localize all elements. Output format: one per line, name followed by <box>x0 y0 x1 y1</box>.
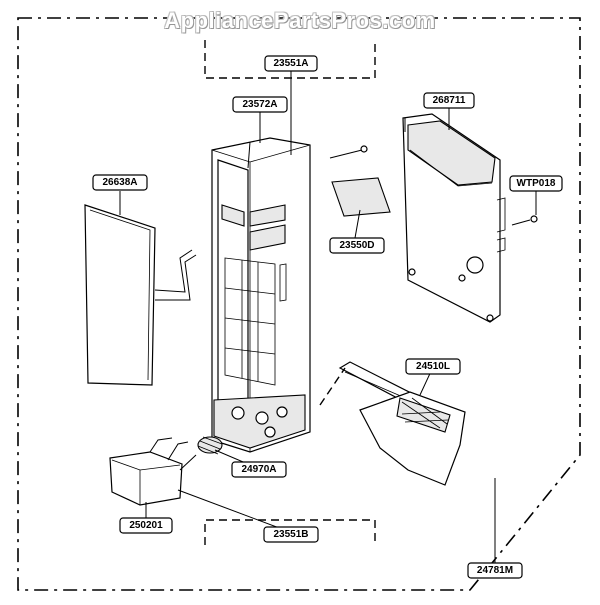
callout-24510L: 24510L <box>405 358 461 375</box>
callout-268711: 268711 <box>423 92 475 109</box>
screw-part <box>329 145 368 159</box>
latch-assembly-part <box>319 361 466 486</box>
svg-text:23550D: 23550D <box>339 240 374 251</box>
svg-text:26638A: 26638A <box>102 177 137 188</box>
svg-text:24970A: 24970A <box>241 464 276 475</box>
callout-24781M: 24781M <box>467 562 523 579</box>
svg-text:268711: 268711 <box>433 95 466 106</box>
callout-24970A: 24970A <box>231 461 287 478</box>
callout-23572A: 23572A <box>232 96 288 113</box>
callout-26638A: 26638A <box>92 174 148 191</box>
callout-250201: 250201 <box>119 517 173 534</box>
door-button-part <box>109 437 197 506</box>
control-panel-part <box>211 137 311 453</box>
svg-text:23572A: 23572A <box>242 99 277 110</box>
svg-text:23551B: 23551B <box>273 529 308 540</box>
svg-text:250201: 250201 <box>129 520 163 531</box>
label-plate-part <box>331 177 391 217</box>
callout-23550D: 23550D <box>329 237 385 254</box>
svg-text:23551A: 23551A <box>273 58 308 69</box>
svg-text:WTP018: WTP018 <box>517 178 556 189</box>
bracket-bottom <box>204 519 376 545</box>
callout-23551A: 23551A <box>264 55 318 72</box>
svg-text:24781M: 24781M <box>477 565 513 576</box>
callout-23551B: 23551B <box>263 526 319 543</box>
membrane-panel-part <box>84 204 197 386</box>
spring-part <box>197 436 223 455</box>
svg-text:24510L: 24510L <box>416 361 450 372</box>
circuit-board-part <box>402 113 538 323</box>
assembly-boundary <box>17 17 581 591</box>
watermark: AppliancePartsPros.com <box>164 8 436 33</box>
callout-WTP018: WTP018 <box>509 175 563 192</box>
bracket-top <box>204 40 376 79</box>
